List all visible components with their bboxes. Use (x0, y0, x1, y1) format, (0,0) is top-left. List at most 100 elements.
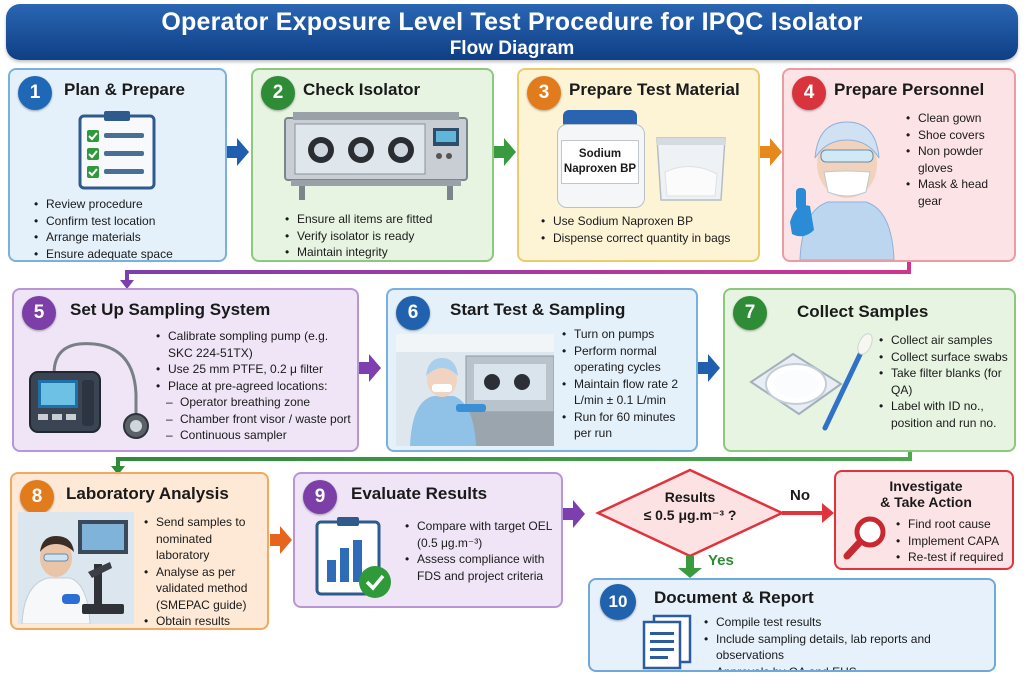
list-item: Include sampling details, lab reports an… (702, 631, 992, 664)
step-5-card: 5 Set Up Sampling System Calibrate sompl… (12, 288, 359, 452)
list-item: Calibrate sompling pump (e.g. SKC 224-51… (154, 328, 354, 361)
documents-icon (642, 614, 692, 670)
chart-clipboard-check-icon (315, 517, 391, 598)
list-subitem: Continuous sampler (154, 427, 354, 444)
step-4-title: Prepare Personnel (834, 80, 985, 99)
list-subitem: Chamber front visor / waste port (154, 411, 354, 428)
arrow-head-5 (120, 280, 134, 289)
list-item: Review procedure (32, 196, 173, 213)
arrow-6-7 (698, 354, 720, 382)
list-item: Maintain integrity (283, 244, 432, 260)
step-4-number: 4 (792, 76, 826, 110)
step-8-title: Laboratory Analysis (66, 484, 229, 503)
list-item: Verify isolator is ready (283, 228, 432, 245)
connector-7-8 (116, 452, 912, 468)
list-item: Use 25 mm PTFE, 0.2 μ filter (154, 361, 354, 378)
jar-label: Sodium Naproxen BP (561, 140, 639, 184)
step-3-card: 3 Prepare Test Material Sodium Naproxen … (517, 68, 760, 262)
arrow-head-8 (111, 466, 125, 475)
decision-question: Results ≤ 0.5 μg.m⁻³ ? (630, 488, 750, 524)
isolator-icon (284, 112, 468, 200)
step-7-list: Collect air samples Collect surface swab… (877, 332, 1013, 431)
step-4-card: 4 Prepare Personnel Clean gown Shoe cove… (782, 68, 1016, 262)
diagram-title: Operator Exposure Level Test Procedure f… (161, 8, 863, 36)
decision-yes-label: Yes (708, 552, 734, 569)
list-item: Collect surface swabs (877, 349, 1013, 366)
step-8-card: 8 Laboratory Analysis Send samples to no… (10, 472, 269, 630)
powder-bag-icon (656, 137, 726, 201)
step-4-list: Clean gown Shoe covers Non powder gloves… (904, 110, 1014, 209)
step-1-title: Plan & Prepare (64, 80, 185, 99)
list-item: Take filter blanks (for QA) (877, 365, 1013, 398)
list-item: Confirm test location (32, 213, 173, 230)
list-item: Mask & head gear (904, 176, 1014, 209)
decision-line-1: Results (664, 489, 716, 505)
sodium-naproxen-jar: Sodium Naproxen BP (557, 110, 645, 208)
step-10-card: 10 Document & Report Compile test result… (588, 578, 996, 672)
list-item: Re-test if required (894, 549, 1012, 566)
step-10-title: Document & Report (654, 588, 814, 607)
list-item: Non powder gloves (904, 143, 1014, 176)
arrow-1-2 (227, 138, 249, 166)
step-9-list: Compare with target OEL (0.5 μg.m⁻³) Ass… (403, 518, 559, 584)
arrow-9-decision (563, 500, 585, 528)
step-9-number: 9 (303, 480, 337, 514)
connector-4-5 (125, 262, 911, 282)
investigate-list: Find root cause Implement CAPA Re-test i… (894, 516, 1012, 566)
step-8-list: Send samples to nominated laboratory Ana… (142, 514, 266, 628)
list-item: Turn on pumps (560, 326, 692, 343)
step-6-title: Start Test & Sampling (450, 300, 626, 319)
operator-at-isolator-photo (396, 334, 554, 446)
step-6-number: 6 (396, 296, 430, 330)
investigate-title-line-2: & Take Action (880, 494, 972, 510)
arrow-no (782, 503, 834, 523)
step-6-card: 6 Start Test & Sampling Turn on pumps Pe… (386, 288, 698, 452)
list-item: Send samples to nominated laboratory (142, 514, 266, 564)
list-item: Collect air samples (877, 332, 1013, 349)
step-10-list: Compile test results Include sampling de… (702, 614, 992, 671)
decision-no-label: No (790, 487, 810, 504)
jar-label-line-2: Naproxen BP (563, 163, 637, 175)
step-2-card: 2 Check Isolator Ensure all items are fi… (251, 68, 494, 262)
decision-line-2: ≤ 0.5 μg.m⁻³ ? (643, 507, 737, 523)
jar-lid (563, 110, 637, 126)
step-1-list: Review procedure Confirm test location A… (32, 196, 173, 261)
step-5-list: Calibrate sompling pump (e.g. SKC 224-51… (154, 328, 354, 444)
magnifier-icon (843, 516, 886, 560)
clipboard-checklist-icon (78, 111, 156, 190)
jar-label-line-1: Sodium (578, 148, 622, 160)
list-item: Arrange materials (32, 229, 173, 246)
step-6-list: Turn on pumps Perform normal operating c… (560, 326, 692, 442)
list-item: Compare with target OEL (0.5 μg.m⁻³) (403, 518, 559, 551)
step-3-number: 3 (527, 76, 561, 110)
list-item: Shoe covers (904, 127, 1014, 144)
step-7-card: 7 Collect Samples Collect air samples Co… (723, 288, 1016, 452)
investigate-title-line-1: Investigate (889, 478, 963, 494)
investigate-action-card: Investigate & Take Action Find root caus… (834, 470, 1014, 570)
list-item: Label with ID no., position and run no. (877, 398, 1013, 431)
step-9-card: 9 Evaluate Results Compare with target O… (293, 472, 563, 608)
step-8-number: 8 (20, 480, 54, 514)
arrow-yes (678, 556, 702, 578)
step-9-title: Evaluate Results (351, 484, 488, 503)
step-3-list: Use Sodium Naproxen BP Dispense correct … (539, 213, 739, 246)
step-1-card: 1 Plan & Prepare Review procedure Confir… (8, 68, 227, 262)
list-item: Maintain flow rate 2 L/min ± 0.1 L/min (560, 376, 692, 409)
lab-scientist-microscope-photo (18, 512, 134, 624)
arrow-3-4 (760, 138, 782, 166)
list-item: Ensure adequate space (32, 246, 173, 261)
step-1-number: 1 (18, 76, 52, 110)
list-item: Approvals by QA and EHS (702, 664, 992, 671)
arrow-5-6 (359, 354, 381, 382)
step-5-number: 5 (22, 296, 56, 330)
list-item: Implement CAPA (894, 533, 1012, 550)
gowned-operator-icon (790, 121, 895, 260)
step-5-title: Set Up Sampling System (70, 300, 271, 319)
step-7-number: 7 (733, 296, 767, 330)
list-item: Analyse as per validated method (SMEPAC … (142, 564, 266, 614)
step-2-list: Ensure all items are fitted Verify isola… (283, 211, 432, 260)
sampling-pump-icon (29, 342, 149, 439)
list-item: Dispense correct quantity in bags (539, 230, 739, 247)
list-item: Place at pre-agreed locations: (154, 378, 354, 395)
filter-cassette-and-swab-icon (749, 333, 873, 431)
